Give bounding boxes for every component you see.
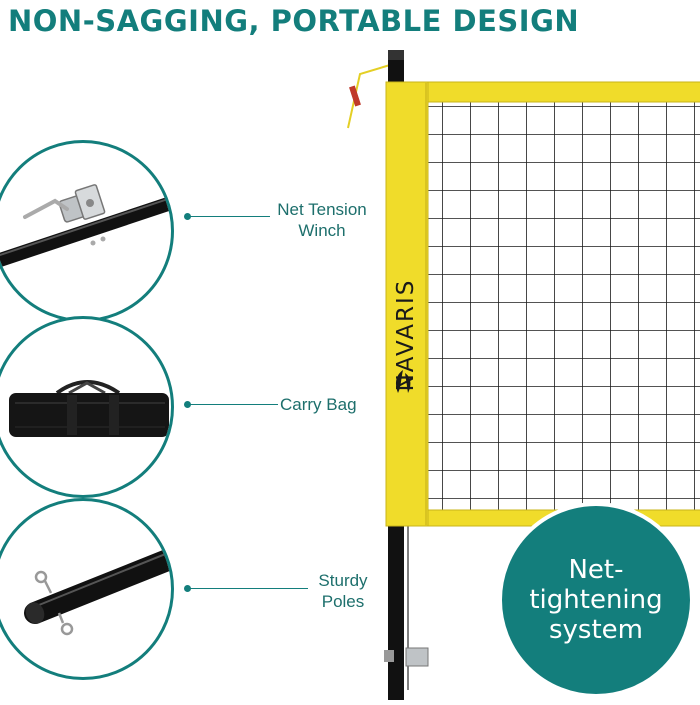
pole-label-line1: Sturdy [318,571,368,590]
badge-text-line3: system [549,615,643,645]
badge-text-line2: tightening [529,585,663,615]
badge-text: Net- tightening system [521,555,671,645]
winch-icon [0,184,171,268]
net-tightening-badge: Net- tightening system [498,502,694,698]
pole-leader-line [184,584,308,592]
pole-label: Sturdy Poles [300,570,386,612]
brand-name: NAVARIS [393,278,419,392]
badge-text-line1: Net- [568,555,624,585]
volleyball-net: NAVARIS [330,50,700,705]
pole-label-line2: Poles [321,592,365,611]
winch-detail-circle [0,140,174,322]
winch-label-line1: Net Tension [277,200,367,219]
winch-label: Net Tension Winch [266,199,378,241]
volleyball-icon [395,370,411,393]
carry-bag-detail-circle [0,316,174,498]
carry-bag-icon [9,380,169,437]
pole-icon [24,546,171,636]
carry-bag-label-line1: Carry Bag [280,395,357,414]
pole-detail-circle [0,498,174,680]
winch-leader-line [184,212,270,220]
winch-label-line2: Winch [298,221,346,240]
page-headline: NON-SAGGING, PORTABLE DESIGN [8,4,580,38]
carry-bag-label: Carry Bag [280,394,380,415]
carry-bag-leader-line [184,400,278,408]
